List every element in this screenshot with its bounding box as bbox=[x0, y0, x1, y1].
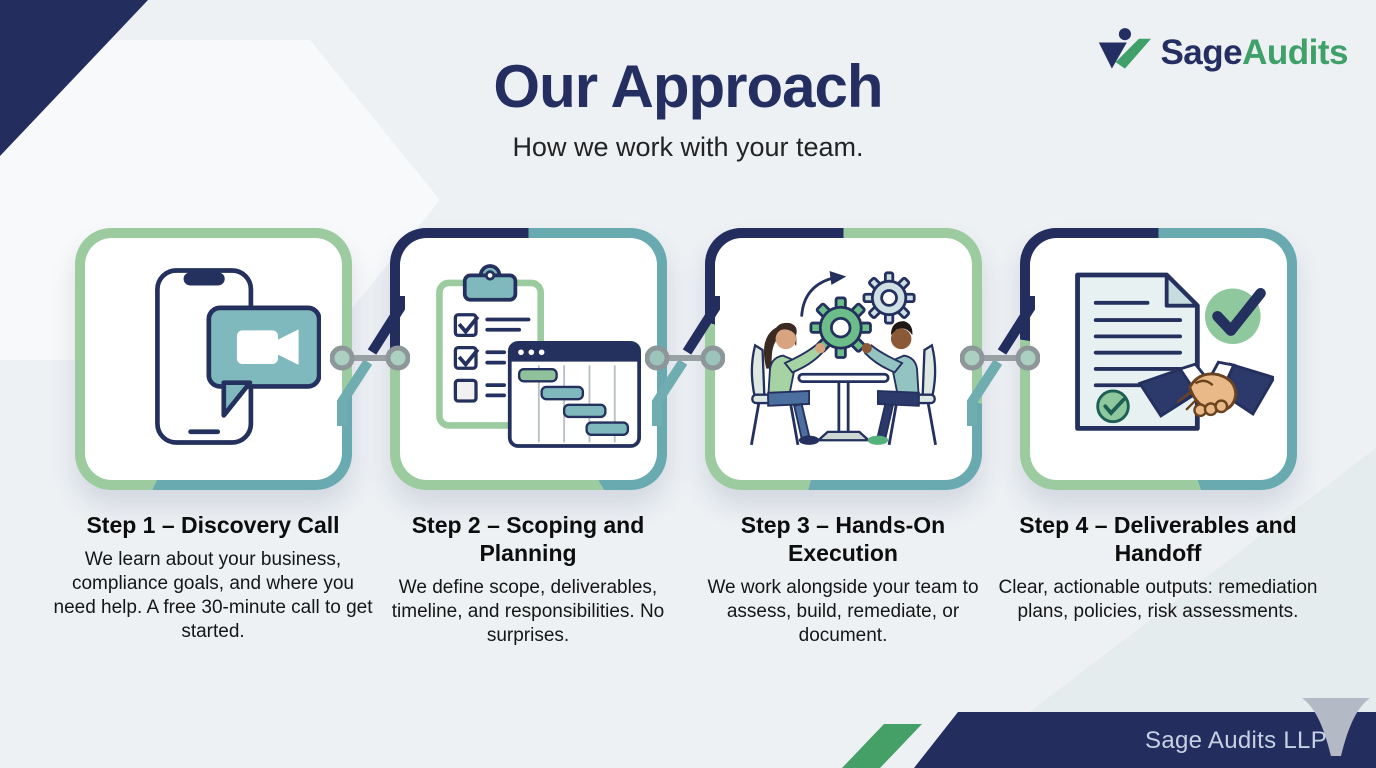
step-4-description: Clear, actionable outputs: remediation p… bbox=[998, 577, 1318, 623]
brand-name-primary: Sage bbox=[1160, 32, 1243, 72]
step-2-text-block: Step 2 – Scoping and Planning We define … bbox=[368, 511, 688, 648]
footer-funnel-decoration bbox=[1300, 696, 1372, 765]
step-card-3 bbox=[705, 228, 982, 490]
connector-node-2 bbox=[644, 294, 726, 431]
step-4-text-block: Step 4 – Deliverables and Handoff Clear,… bbox=[998, 511, 1318, 624]
step-1-title: Step 1 – Discovery Call bbox=[86, 512, 340, 538]
footer-company-name: Sage Audits LLP bbox=[1145, 727, 1327, 754]
checkmark-v-logo-icon bbox=[1096, 26, 1152, 79]
step-card-4 bbox=[1020, 228, 1297, 490]
step-2-title: Step 2 – Scoping and Planning bbox=[411, 512, 645, 567]
step-card-4-inner bbox=[1030, 238, 1287, 480]
step-1-text-block: Step 1 – Discovery Call We learn about y… bbox=[53, 511, 373, 645]
step-card-1-inner bbox=[85, 238, 342, 480]
step-card-2-inner bbox=[400, 238, 657, 480]
step-3-text-block: Step 3 – Hands-On Execution We work alon… bbox=[683, 511, 1003, 648]
step-3-title: Step 3 – Hands-On Execution bbox=[740, 512, 946, 567]
connector-node-1 bbox=[329, 294, 411, 431]
phone-video-call-icon bbox=[106, 259, 322, 459]
page-subtitle: How we work with your team. bbox=[512, 132, 864, 162]
step-1-description: We learn about your business, compliance… bbox=[53, 549, 373, 643]
footer-navy-band bbox=[914, 712, 1376, 768]
brand-logo-text: SageAudits bbox=[1160, 33, 1348, 73]
clipboard-checklist-gantt-icon bbox=[416, 259, 641, 459]
step-4-title: Step 4 – Deliverables and Handoff bbox=[1019, 512, 1297, 567]
connector-node-3 bbox=[959, 294, 1041, 431]
document-handshake-icon bbox=[1044, 259, 1276, 459]
page-title: Our Approach bbox=[493, 53, 883, 120]
team-collaboration-gears-icon bbox=[726, 257, 961, 462]
step-card-2 bbox=[390, 228, 667, 490]
step-card-3-inner bbox=[715, 238, 972, 480]
brand-name-secondary: Audits bbox=[1242, 32, 1348, 72]
step-2-description: We define scope, deliverables, timeline,… bbox=[391, 577, 665, 647]
brand-logo: SageAudits bbox=[1096, 26, 1348, 79]
step-card-1 bbox=[75, 228, 352, 490]
step-3-description: We work alongside your team to assess, b… bbox=[707, 577, 979, 647]
